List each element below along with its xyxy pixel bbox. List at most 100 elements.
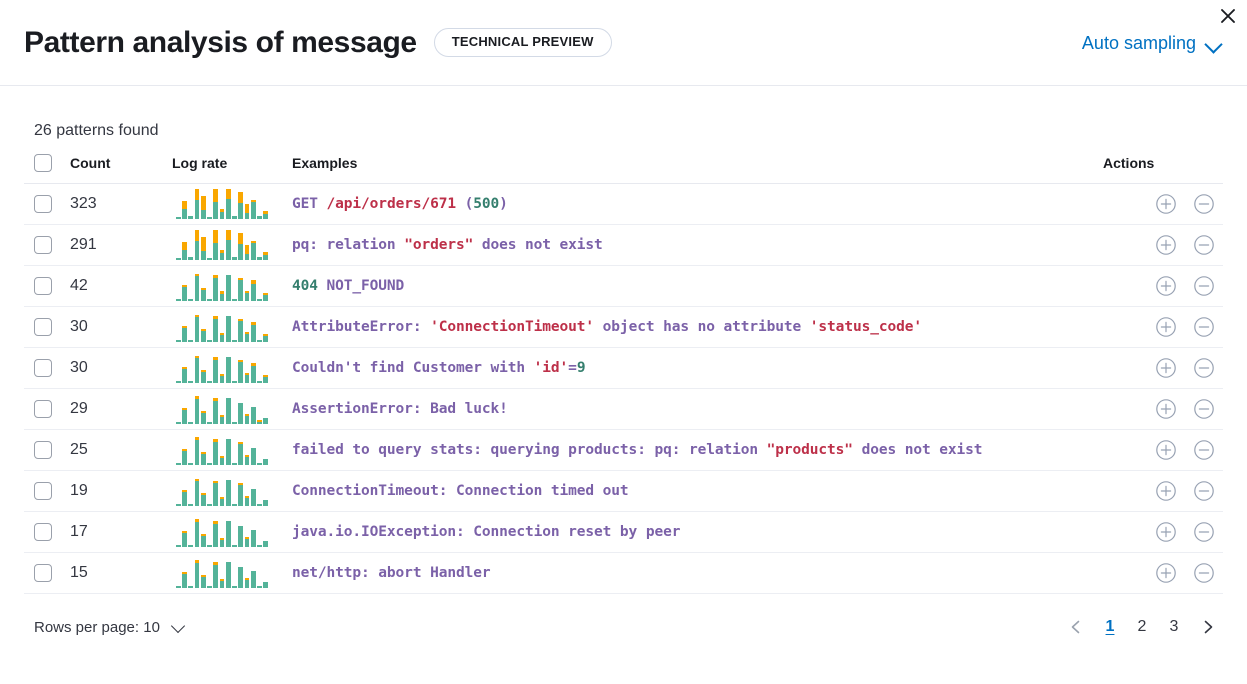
sparkline-bar bbox=[176, 340, 181, 342]
example-token: 500 bbox=[473, 196, 500, 212]
pagination-page-3[interactable]: 3 bbox=[1169, 618, 1179, 635]
sparkline-bar bbox=[207, 586, 212, 588]
column-header-log-rate[interactable]: Log rate bbox=[172, 154, 292, 184]
sparkline-bar bbox=[200, 411, 206, 424]
circle-plus-icon[interactable] bbox=[1155, 562, 1177, 584]
sparkline-bar bbox=[263, 541, 269, 547]
sparkline-bar-segment-teal bbox=[213, 359, 219, 383]
circle-minus-icon[interactable] bbox=[1193, 275, 1215, 297]
sparkline-bar-segment-orange bbox=[194, 437, 200, 440]
circle-minus-icon[interactable] bbox=[1193, 521, 1215, 543]
circle-minus-icon[interactable] bbox=[1193, 193, 1215, 215]
circle-minus-icon[interactable] bbox=[1193, 398, 1215, 420]
circle-plus-icon[interactable] bbox=[1155, 439, 1177, 461]
row-checkbox[interactable] bbox=[34, 236, 52, 254]
circle-plus-icon[interactable] bbox=[1155, 275, 1177, 297]
column-header-examples[interactable]: Examples bbox=[292, 154, 1103, 184]
sparkline-bar bbox=[250, 280, 256, 301]
sparkline-bar bbox=[225, 357, 231, 383]
sparkline-bar-segment-orange bbox=[219, 208, 225, 213]
sparkline-bar-segment-orange bbox=[213, 520, 219, 524]
row-select-cell bbox=[24, 511, 70, 553]
circle-plus-icon[interactable] bbox=[1155, 316, 1177, 338]
sparkline-bar bbox=[176, 381, 181, 383]
example-token: net/http: abort Handler bbox=[292, 565, 491, 581]
row-example-cell: GET /api/orders/671 (500) bbox=[292, 183, 1103, 225]
row-checkbox[interactable] bbox=[34, 318, 52, 336]
row-checkbox[interactable] bbox=[34, 359, 52, 377]
pagination-page-1[interactable]: 1 bbox=[1105, 618, 1115, 635]
circle-minus-icon[interactable] bbox=[1193, 357, 1215, 379]
sparkline-bar-segment-orange bbox=[200, 329, 206, 332]
circle-plus-icon[interactable] bbox=[1155, 521, 1177, 543]
chevron-right-icon[interactable] bbox=[1193, 612, 1223, 642]
sparkline-bar-segment-teal bbox=[219, 416, 225, 424]
row-checkbox[interactable] bbox=[34, 277, 52, 295]
circle-plus-icon[interactable] bbox=[1155, 193, 1177, 215]
column-header-count[interactable]: Count bbox=[70, 154, 172, 184]
row-checkbox[interactable] bbox=[34, 523, 52, 541]
chevron-left-icon[interactable] bbox=[1061, 612, 1091, 642]
sparkline-bar-segment-orange bbox=[200, 575, 206, 578]
sparkline-bar-segment-orange bbox=[219, 249, 225, 254]
sparkline-bar-segment-teal bbox=[182, 208, 187, 219]
sparkline-bar-segment-teal bbox=[188, 257, 194, 260]
circle-minus-icon[interactable] bbox=[1193, 439, 1215, 461]
sparkline-bar-segment-teal bbox=[200, 290, 206, 301]
row-select-cell bbox=[24, 470, 70, 512]
circle-minus-icon[interactable] bbox=[1193, 316, 1215, 338]
row-checkbox[interactable] bbox=[34, 195, 52, 213]
row-count: 291 bbox=[70, 224, 172, 266]
sparkline-bar-segment-teal bbox=[182, 451, 187, 465]
sparkline-bar bbox=[225, 439, 231, 465]
row-actions bbox=[1103, 316, 1223, 338]
auto-sampling-dropdown[interactable]: Auto sampling bbox=[1082, 31, 1223, 54]
row-count: 323 bbox=[70, 183, 172, 225]
close-icon[interactable] bbox=[1215, 3, 1241, 29]
row-actions-cell bbox=[1103, 183, 1223, 225]
circle-plus-icon[interactable] bbox=[1155, 398, 1177, 420]
sparkline-bar-segment-teal bbox=[232, 504, 237, 506]
example-token: = bbox=[568, 360, 577, 376]
row-actions-cell bbox=[1103, 265, 1223, 307]
sparkline-bar-segment-teal bbox=[200, 210, 206, 219]
sparkline-bar-segment-teal bbox=[188, 380, 194, 383]
row-checkbox[interactable] bbox=[34, 400, 52, 418]
circle-minus-icon[interactable] bbox=[1193, 562, 1215, 584]
circle-minus-icon[interactable] bbox=[1193, 480, 1215, 502]
sparkline-bar bbox=[219, 456, 225, 465]
sparkline-bar bbox=[225, 316, 231, 342]
select-all-checkbox[interactable] bbox=[34, 154, 52, 172]
sparkline-bar-segment-orange bbox=[244, 496, 250, 499]
pagination: 1 2 3 bbox=[1061, 612, 1223, 642]
row-select-cell bbox=[24, 183, 70, 225]
sparkline-bar bbox=[176, 257, 181, 260]
rows-per-page-selector[interactable]: Rows per page: 10 bbox=[34, 619, 187, 636]
table-row[interactable]: 323 GET /api/orders/671 (500) bbox=[24, 183, 1223, 225]
log-rate-sparkline bbox=[172, 394, 269, 424]
sparkline-bar bbox=[244, 496, 250, 506]
circle-plus-icon[interactable] bbox=[1155, 234, 1177, 256]
sparkline-bar-segment-teal bbox=[219, 334, 225, 342]
row-log-rate-cell bbox=[172, 429, 292, 471]
row-checkbox[interactable] bbox=[34, 564, 52, 582]
example-token: 9 bbox=[576, 360, 586, 376]
row-checkbox[interactable] bbox=[34, 441, 52, 459]
row-count: 19 bbox=[70, 470, 172, 512]
pagination-page-2[interactable]: 2 bbox=[1137, 618, 1147, 635]
circle-plus-icon[interactable] bbox=[1155, 480, 1177, 502]
sparkline-bar-segment-teal bbox=[188, 544, 194, 547]
circle-minus-icon[interactable] bbox=[1193, 234, 1215, 256]
row-checkbox[interactable] bbox=[34, 482, 52, 500]
circle-plus-icon[interactable] bbox=[1155, 357, 1177, 379]
